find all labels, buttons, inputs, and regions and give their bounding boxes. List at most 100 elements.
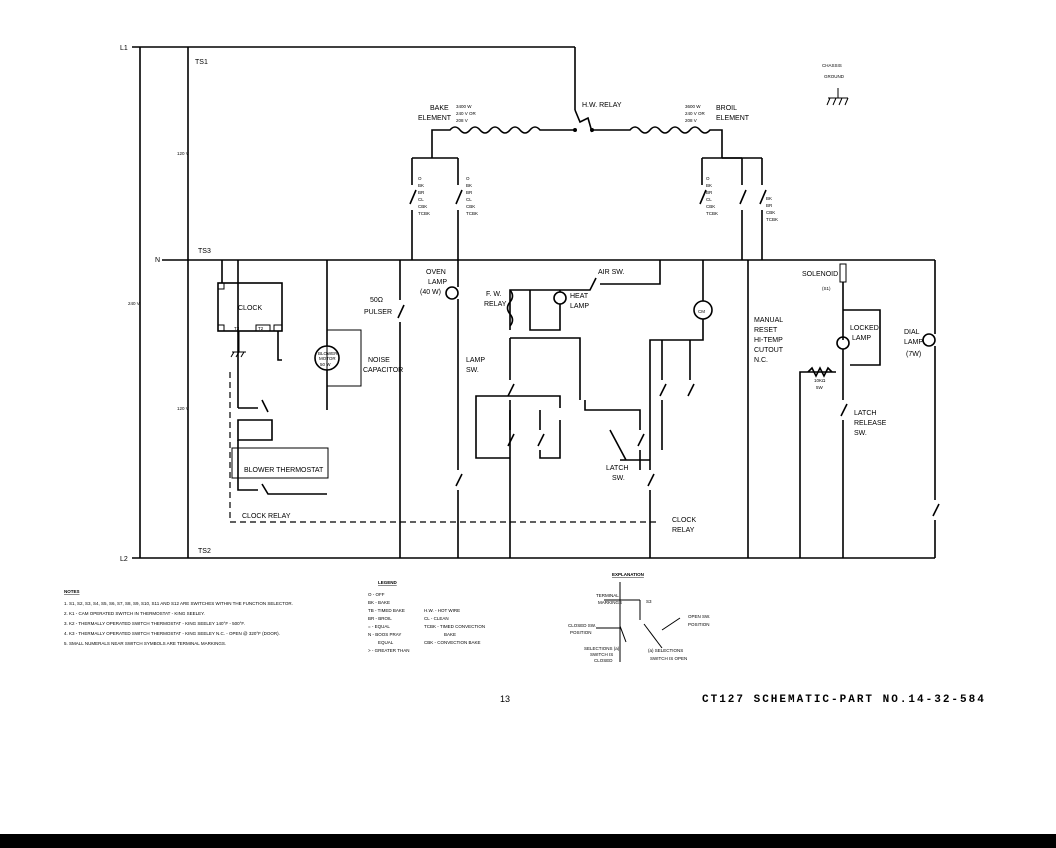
ts3-label: TS3	[198, 248, 211, 255]
broil-spec-2: 240 V OR	[685, 111, 706, 116]
clock-relay-dashed-link	[229, 372, 660, 523]
bake-spec-3: 208 V	[456, 118, 468, 123]
noise-label: NOISE	[368, 357, 390, 364]
broil-label: BROIL	[716, 105, 737, 112]
manual-reset-5: N.C.	[754, 357, 768, 364]
resistor-10k	[807, 366, 833, 378]
notes-heading: NOTES	[64, 589, 80, 594]
latch-release-switch	[840, 372, 848, 558]
solenoid	[839, 263, 847, 340]
svg-text:CL: CL	[466, 197, 472, 202]
svg-text:BK: BK	[766, 196, 772, 201]
manual-reset-1: MANUAL	[754, 317, 783, 324]
open-sw-1: OPEN SW.	[688, 614, 710, 619]
page-number: 13	[500, 694, 510, 704]
air-switch	[509, 260, 661, 330]
dial-lamp-label-1: DIAL	[904, 329, 920, 336]
heat-lamp-label-2: LAMP	[570, 303, 589, 310]
latch-sw-label-1: LATCH	[606, 465, 628, 472]
explanation-heading: EXPLANATION	[612, 572, 644, 577]
svg-text:CBK - CONVECTION BAKE: CBK - CONVECTION BAKE	[424, 640, 481, 645]
bake-spec-1: 3400 W	[456, 104, 472, 109]
svg-text:EQUAL: EQUAL	[378, 640, 394, 645]
selections-closed-1: SELECTIONS (a)	[584, 646, 620, 651]
chassis-label: CHASSIS	[822, 63, 842, 68]
svg-text:CL: CL	[706, 197, 712, 202]
bake-spec-2: 240 V OR	[456, 111, 477, 116]
latch-sw-label-2: SW.	[612, 475, 625, 482]
switch-code-column-3: O BK BR CL CBK TCBK	[706, 176, 718, 216]
blower-label-3: 50 W	[320, 362, 331, 367]
latch-release-1: LATCH	[854, 410, 876, 417]
locked-lamp-label-2: LAMP	[852, 335, 871, 342]
chassis-ground-icon	[826, 88, 849, 106]
voltage-120-top: 120 V	[177, 151, 189, 156]
svg-text:O: O	[418, 176, 422, 181]
pulser-label: PULSER	[364, 309, 392, 316]
n-label: N	[155, 257, 160, 264]
svg-text:BR: BR	[706, 190, 713, 195]
heat-lamp	[529, 290, 567, 331]
lamp-sw-label-2: SW.	[466, 367, 479, 374]
cm-label: CM	[698, 309, 705, 314]
svg-text:H.W. - HOT WIRE: H.W. - HOT WIRE	[424, 608, 460, 613]
svg-text:BR - BROIL: BR - BROIL	[368, 616, 392, 621]
l2-label: L2	[120, 556, 128, 563]
heat-lamp-label-1: HEAT	[570, 293, 589, 300]
note-1: 1. S1, S2, S3, S4, S5, S6, S7, S8, S9, S…	[64, 601, 293, 606]
voltage-120-bottom: 120 V	[177, 406, 189, 411]
clock-t2: T2	[258, 326, 264, 331]
legend-heading: LEGEND	[378, 580, 398, 585]
svg-text:TCBK - TIMED CONVECTION: TCBK - TIMED CONVECTION	[424, 624, 485, 629]
fw-relay-label-2: RELAY	[484, 301, 507, 308]
terminal-markings-1: TERMINAL	[596, 593, 619, 598]
broil-spec-3: 208 V	[685, 118, 697, 123]
dial-lamp	[922, 260, 940, 558]
clock-relay-2-label-1: CLOCK	[672, 517, 696, 524]
svg-text:CBK: CBK	[706, 204, 715, 209]
clock-out-a	[277, 331, 282, 361]
broil-spec-1: 3600 W	[685, 104, 701, 109]
clock-relay-switches	[231, 260, 329, 495]
svg-text:= - EQUAL: = - EQUAL	[368, 624, 390, 629]
clock-relay-label: CLOCK RELAY	[242, 513, 291, 520]
blower-label-2: MOTOR	[319, 356, 336, 361]
ts1-label: TS1	[195, 59, 208, 66]
legend-right: H.W. - HOT WIRE CL - CLEAN TCBK - TIMED …	[424, 608, 485, 645]
manual-reset-3: HI-TEMP	[754, 337, 783, 344]
locked-lamp	[799, 309, 881, 558]
clock-ground-icon	[230, 331, 246, 358]
svg-text:N - BOOS PRAY: N - BOOS PRAY	[368, 632, 401, 637]
broil-element-coil	[592, 126, 723, 158]
bus-lines	[132, 46, 935, 559]
clock-relay-2-label-2: RELAY	[672, 527, 695, 534]
note-3: 3. K2 - THERMALLY OPERATED SWITCH THERMO…	[64, 621, 245, 626]
clock-t3: T3	[234, 326, 240, 331]
svg-text:BK: BK	[418, 183, 424, 188]
svg-text:O: O	[706, 176, 710, 181]
note-4: 4. K3 - THERMALLY OPERATED SWITCH THERMO…	[64, 631, 280, 636]
bake-label: BAKE	[430, 105, 449, 112]
svg-text:TCBK: TCBK	[706, 211, 718, 216]
oven-lamp-label-2: LAMP	[428, 279, 447, 286]
clock	[217, 282, 283, 332]
l1-label: L1	[120, 45, 128, 52]
bake-element-label: ELEMENT	[418, 115, 452, 122]
hw-relay-label: H.W. RELAY	[582, 102, 622, 109]
svg-text:CBK: CBK	[466, 204, 475, 209]
svg-text:BR: BR	[466, 190, 473, 195]
resistor-label-2: 5W	[816, 385, 824, 390]
switch-code-column-1: O BK BR CL CBK TCBK	[418, 176, 430, 216]
resistor-label-1: 10KΩ	[814, 378, 826, 383]
open-sw-2: POSITION	[688, 622, 710, 627]
latch-release-3: SW.	[854, 430, 867, 437]
switch-code-column-4: BK BR CBK TCBK	[766, 196, 778, 222]
selections-closed-2: SWITCH IS	[590, 652, 613, 657]
convection-motor	[647, 260, 713, 558]
note-5: 5. SMALL NUMERALS NEAR SWITCH SYMBOLS AR…	[64, 641, 226, 646]
svg-text:CL: CL	[418, 197, 424, 202]
svg-text:TB - TIMED BAKE: TB - TIMED BAKE	[368, 608, 405, 613]
svg-text:TCBK: TCBK	[418, 211, 430, 216]
fw-relay-label-1: F. W.	[486, 291, 502, 298]
